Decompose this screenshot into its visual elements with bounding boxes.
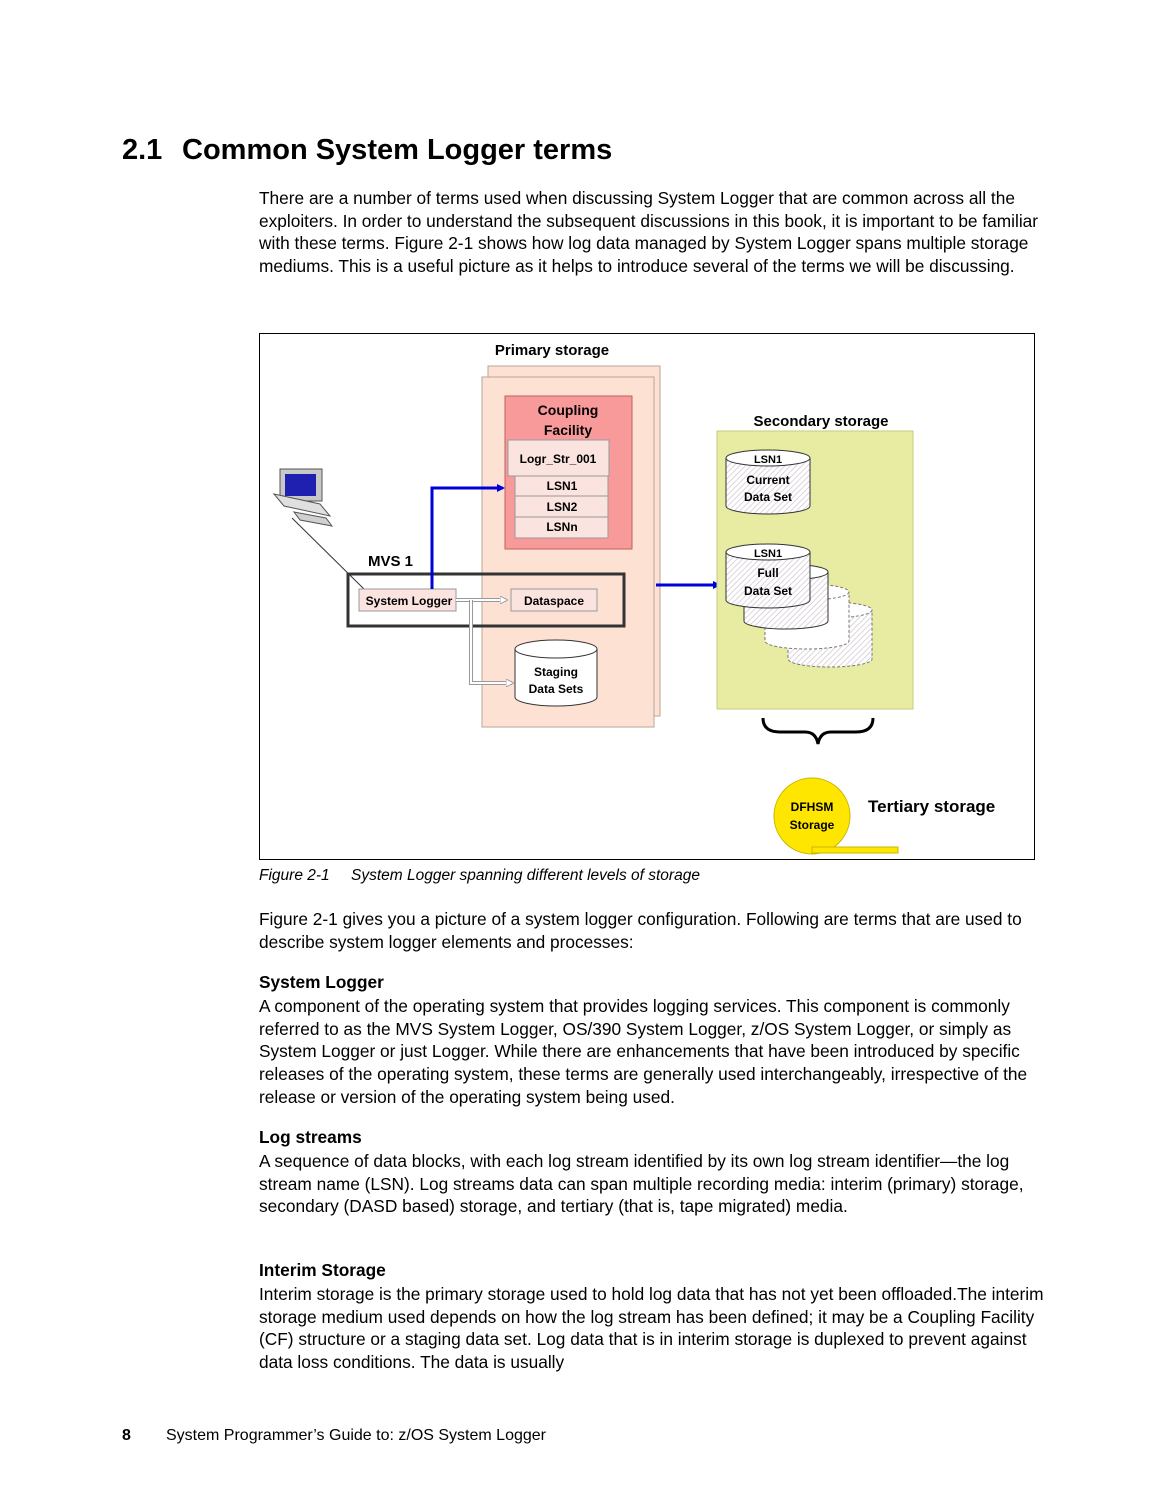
definition-system-logger: A component of the operating system that… bbox=[259, 996, 1028, 1107]
cf-label-line2: Facility bbox=[544, 422, 592, 438]
hollow-connector-arrows bbox=[456, 600, 512, 683]
primary-storage-label: Primary storage bbox=[495, 342, 609, 359]
tape-reel-icon bbox=[773, 777, 899, 855]
mvs-label: MVS 1 bbox=[368, 553, 413, 570]
intro-paragraph: There are a number of terms used when di… bbox=[259, 188, 1039, 277]
cf-stream-lsn1-label: LSN1 bbox=[547, 479, 578, 493]
logger-to-cf-arrow bbox=[430, 484, 505, 589]
staging-label-line2: Data Sets bbox=[529, 682, 584, 696]
staging-label-line1: Staging bbox=[534, 665, 578, 679]
figure-caption: Figure 2-1 System Logger spanning differe… bbox=[259, 867, 700, 885]
dataspace-box bbox=[510, 588, 598, 612]
full-ds-line1: Full bbox=[757, 566, 778, 580]
page-number: 8 bbox=[122, 1427, 131, 1444]
cf-label-line1: Coupling bbox=[538, 402, 599, 418]
dataspace-label: Dataspace bbox=[524, 594, 584, 608]
full-lsn-label: LSN1 bbox=[754, 548, 782, 560]
cf-stream-lsnn-label: LSNn bbox=[546, 520, 577, 534]
definition-interim-storage: Interim storage is the primary storage u… bbox=[259, 1284, 1044, 1373]
full-data-set-cylinder bbox=[725, 543, 811, 609]
figure-caption-label: Figure 2-1 bbox=[259, 867, 330, 884]
dfhsm-label-line1: DFHSM bbox=[791, 800, 834, 814]
logr-structure-label: Logr_Str_001 bbox=[520, 452, 597, 466]
logr-structure-box bbox=[507, 439, 610, 477]
storage-diagram: Primary storage Coupling Facility Logr_S… bbox=[272, 342, 995, 855]
tertiary-storage-label: Tertiary storage bbox=[868, 797, 995, 816]
current-data-set-cylinder bbox=[725, 449, 811, 515]
section-title: Common System Logger terms bbox=[182, 134, 613, 166]
cf-stream-lsn2-label: LSN2 bbox=[547, 500, 578, 514]
current-ds-line1: Current bbox=[746, 473, 789, 487]
section-number: 2.1 bbox=[122, 134, 163, 166]
definition-log-streams: A sequence of data blocks, with each log… bbox=[259, 1151, 1024, 1217]
after-figure-paragraph: Figure 2-1 gives you a picture of a syst… bbox=[259, 909, 1022, 952]
term-interim-storage: Interim Storage bbox=[259, 1260, 386, 1280]
computer-terminal-icon bbox=[272, 468, 366, 591]
current-ds-line2: Data Set bbox=[744, 490, 792, 504]
term-log-streams: Log streams bbox=[259, 1127, 362, 1147]
running-footer-title: System Programmer’s Guide to: z/OS Syste… bbox=[166, 1427, 546, 1444]
cf-stream-lsnn bbox=[514, 516, 609, 539]
staging-data-sets-cylinder bbox=[514, 639, 598, 707]
secondary-storage-label: Secondary storage bbox=[753, 413, 888, 430]
brace-icon bbox=[761, 717, 875, 745]
section-heading: 2.1 Common System Logger terms bbox=[122, 134, 612, 167]
term-system-logger: System Logger bbox=[259, 972, 384, 992]
figure-caption-text: System Logger spanning different levels … bbox=[351, 867, 700, 884]
mvs-box bbox=[346, 572, 626, 628]
current-lsn-label: LSN1 bbox=[754, 454, 782, 466]
full-ds-line2: Data Set bbox=[744, 584, 792, 598]
dfhsm-label-line2: Storage bbox=[790, 818, 835, 832]
figure-2-1: Primary storage Coupling Facility Logr_S… bbox=[259, 333, 1035, 860]
system-logger-label: System Logger bbox=[366, 594, 453, 608]
